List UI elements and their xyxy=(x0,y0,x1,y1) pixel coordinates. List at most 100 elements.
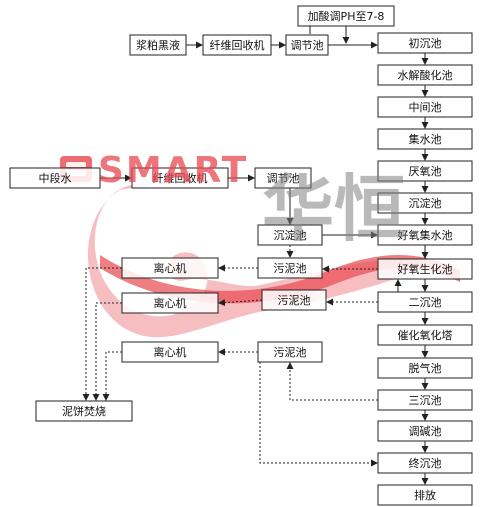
node-label: 污泥池 xyxy=(274,262,307,275)
node-label: 纤维回收机 xyxy=(153,171,208,185)
node-label: 离心机 xyxy=(154,345,187,359)
node-label: 三沉池 xyxy=(409,394,442,407)
node-label: 调节池 xyxy=(267,172,300,185)
node-box xyxy=(131,167,229,189)
node-box xyxy=(377,291,473,313)
flow-connectors xyxy=(82,15,429,485)
node-aerobic-biochemical-tank: 好氧生化池 xyxy=(377,258,473,280)
node-label: 中段水 xyxy=(39,171,72,185)
flow-arrow-centrifuge-3-to-incineration xyxy=(102,351,122,401)
node-box xyxy=(297,5,395,27)
flow-arrow-centrifuge-1-to-incineration xyxy=(82,267,122,401)
node-primary-settling: 初沉池 xyxy=(377,32,473,54)
node-label: 二沉池 xyxy=(409,296,442,309)
node-label: 泥饼焚烧 xyxy=(62,404,106,418)
node-sludge-tank-3: 污泥池 xyxy=(257,341,323,363)
node-fiber-recovery-2: 纤维回收机 xyxy=(131,167,229,189)
node-discharge: 排放 xyxy=(377,484,473,506)
node-regulating-tank-1: 调节池 xyxy=(285,34,329,56)
flow-arrow-tertiary-to-sludge-3 xyxy=(286,362,378,401)
flow-arrow-centrifuge-2-to-incineration xyxy=(92,302,122,401)
node-box xyxy=(261,289,327,311)
node-centrifuge-2: 离心机 xyxy=(121,292,219,314)
node-sludge-tank-2: 污泥池 xyxy=(261,289,327,311)
node-label: 沉淀池 xyxy=(409,196,442,210)
node-box xyxy=(202,34,272,56)
node-box xyxy=(257,257,323,279)
node-box xyxy=(377,32,473,54)
node-label: 离心机 xyxy=(154,261,187,275)
node-box xyxy=(257,341,323,363)
node-box xyxy=(9,167,101,189)
node-label: 好氧生化池 xyxy=(398,262,453,276)
node-box xyxy=(377,258,473,280)
node-sludge-cake-incineration: 泥饼焚烧 xyxy=(35,400,133,422)
flow-nodes: 加酸调PH至7-8浆粕黑液纤维回收机调节池初沉池水解酸化池中间池集水池厌氧池沉淀… xyxy=(9,5,473,506)
node-tertiary-settling: 三沉池 xyxy=(377,389,473,411)
node-box xyxy=(377,160,473,182)
node-fiber-recovery-1: 纤维回收机 xyxy=(202,34,272,56)
node-degassing-tank: 脱气池 xyxy=(377,357,473,379)
node-box xyxy=(377,192,473,214)
node-box xyxy=(377,389,473,411)
node-middle-water: 中段水 xyxy=(9,167,101,189)
node-label: 集水池 xyxy=(409,132,442,146)
node-label: 沉淀池 xyxy=(274,228,307,242)
node-label: 初沉池 xyxy=(409,36,442,50)
node-centrifuge-3: 离心机 xyxy=(121,341,219,363)
node-sludge-tank-1: 污泥池 xyxy=(257,257,323,279)
node-regulating-tank-2: 调节池 xyxy=(254,167,312,189)
node-label: 调节池 xyxy=(291,39,324,52)
node-secondary-settling: 二沉池 xyxy=(377,291,473,313)
node-anaerobic-tank: 厌氧池 xyxy=(377,160,473,182)
node-label: 好氧集水池 xyxy=(398,228,453,242)
node-label: 污泥池 xyxy=(274,346,307,359)
node-label: 浆粕黑液 xyxy=(136,38,180,52)
node-label: 离心机 xyxy=(154,296,187,310)
node-label: 排放 xyxy=(414,488,436,502)
node-label: 纤维回收机 xyxy=(210,38,265,52)
node-centrifuge-1: 离心机 xyxy=(121,257,219,279)
node-box xyxy=(35,400,133,422)
node-final-settling: 终沉池 xyxy=(377,452,473,474)
node-catalytic-oxidation-tower: 催化氧化塔 xyxy=(377,324,473,346)
node-box xyxy=(377,357,473,379)
flow-arrow-sludge-2-to-centrifuge-2 xyxy=(218,299,263,307)
node-intermediate-tank: 中间池 xyxy=(377,96,473,118)
node-box xyxy=(129,34,187,56)
node-box xyxy=(377,64,473,86)
node-box xyxy=(257,224,323,246)
node-label: 厌氧池 xyxy=(409,164,442,178)
flow-arrow-sludge-3-to-final xyxy=(259,362,378,467)
node-label: 终沉池 xyxy=(409,456,442,470)
node-label: 污泥池 xyxy=(278,294,311,307)
node-alkali-adjust-tank: 调碱池 xyxy=(377,420,473,442)
node-box xyxy=(121,341,219,363)
node-aerobic-collection-tank: 好氧集水池 xyxy=(377,224,473,246)
node-label: 调碱池 xyxy=(409,425,442,438)
node-label: 加酸调PH至7-8 xyxy=(308,9,385,23)
node-collection-tank-1: 集水池 xyxy=(377,128,473,150)
node-box xyxy=(254,167,312,189)
node-box xyxy=(377,96,473,118)
watermark-band xyxy=(100,255,460,304)
node-hydrolysis-acidification: 水解酸化池 xyxy=(377,64,473,86)
node-box xyxy=(377,452,473,474)
node-box xyxy=(121,292,219,314)
node-box xyxy=(377,224,473,246)
watermark-swirl xyxy=(87,184,431,338)
node-add-acid: 加酸调PH至7-8 xyxy=(297,5,395,27)
node-box xyxy=(377,420,473,442)
node-label: 脱气池 xyxy=(409,361,442,375)
node-box xyxy=(121,257,219,279)
node-black-liquor: 浆粕黑液 xyxy=(129,34,187,56)
node-box xyxy=(377,324,473,346)
node-settling-tank-2: 沉淀池 xyxy=(257,224,323,246)
node-label: 水解酸化池 xyxy=(398,68,453,82)
node-box xyxy=(285,34,329,56)
node-box xyxy=(377,128,473,150)
node-box xyxy=(377,484,473,506)
node-label: 催化氧化塔 xyxy=(398,328,453,342)
node-anaerobic-settling: 沉淀池 xyxy=(377,192,473,214)
